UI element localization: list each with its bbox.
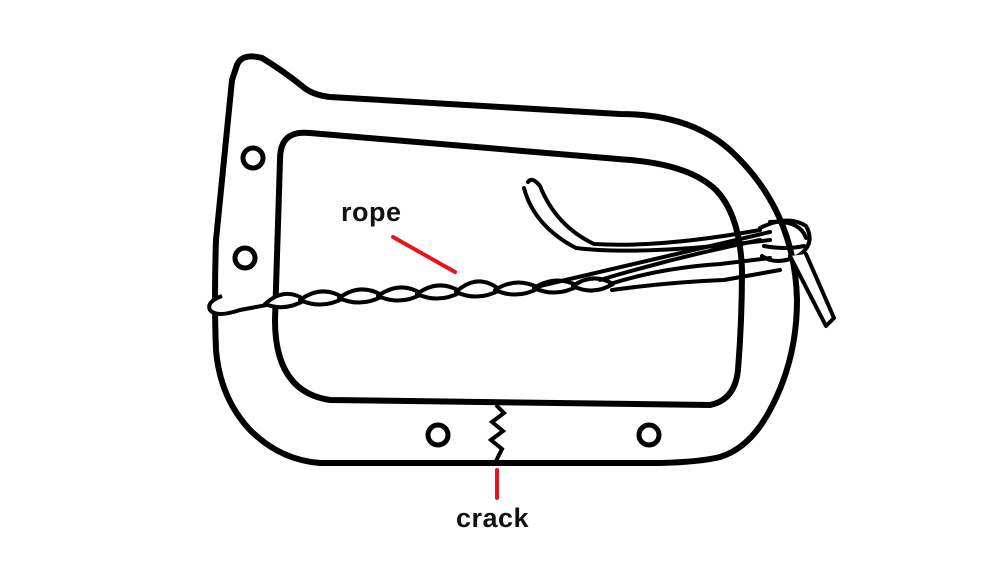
rope-leader-line [391, 235, 457, 274]
crack-label: crack [456, 503, 530, 533]
rivet-hole-left-top [240, 145, 266, 171]
rope-twist-segment [571, 276, 615, 293]
crack-line [487, 403, 508, 464]
buckle-inner-opening [272, 129, 745, 408]
twisted-rope [207, 276, 615, 316]
rope-label: rope [341, 197, 402, 227]
rivet-hole-bottom-right [636, 422, 662, 448]
rope-strands-right [522, 177, 836, 328]
rivet-hole-left-bottom [232, 245, 258, 271]
rivet-hole-bottom-left [425, 422, 451, 448]
rope-left-end [207, 294, 273, 316]
buckle-outer-frame [212, 53, 800, 466]
